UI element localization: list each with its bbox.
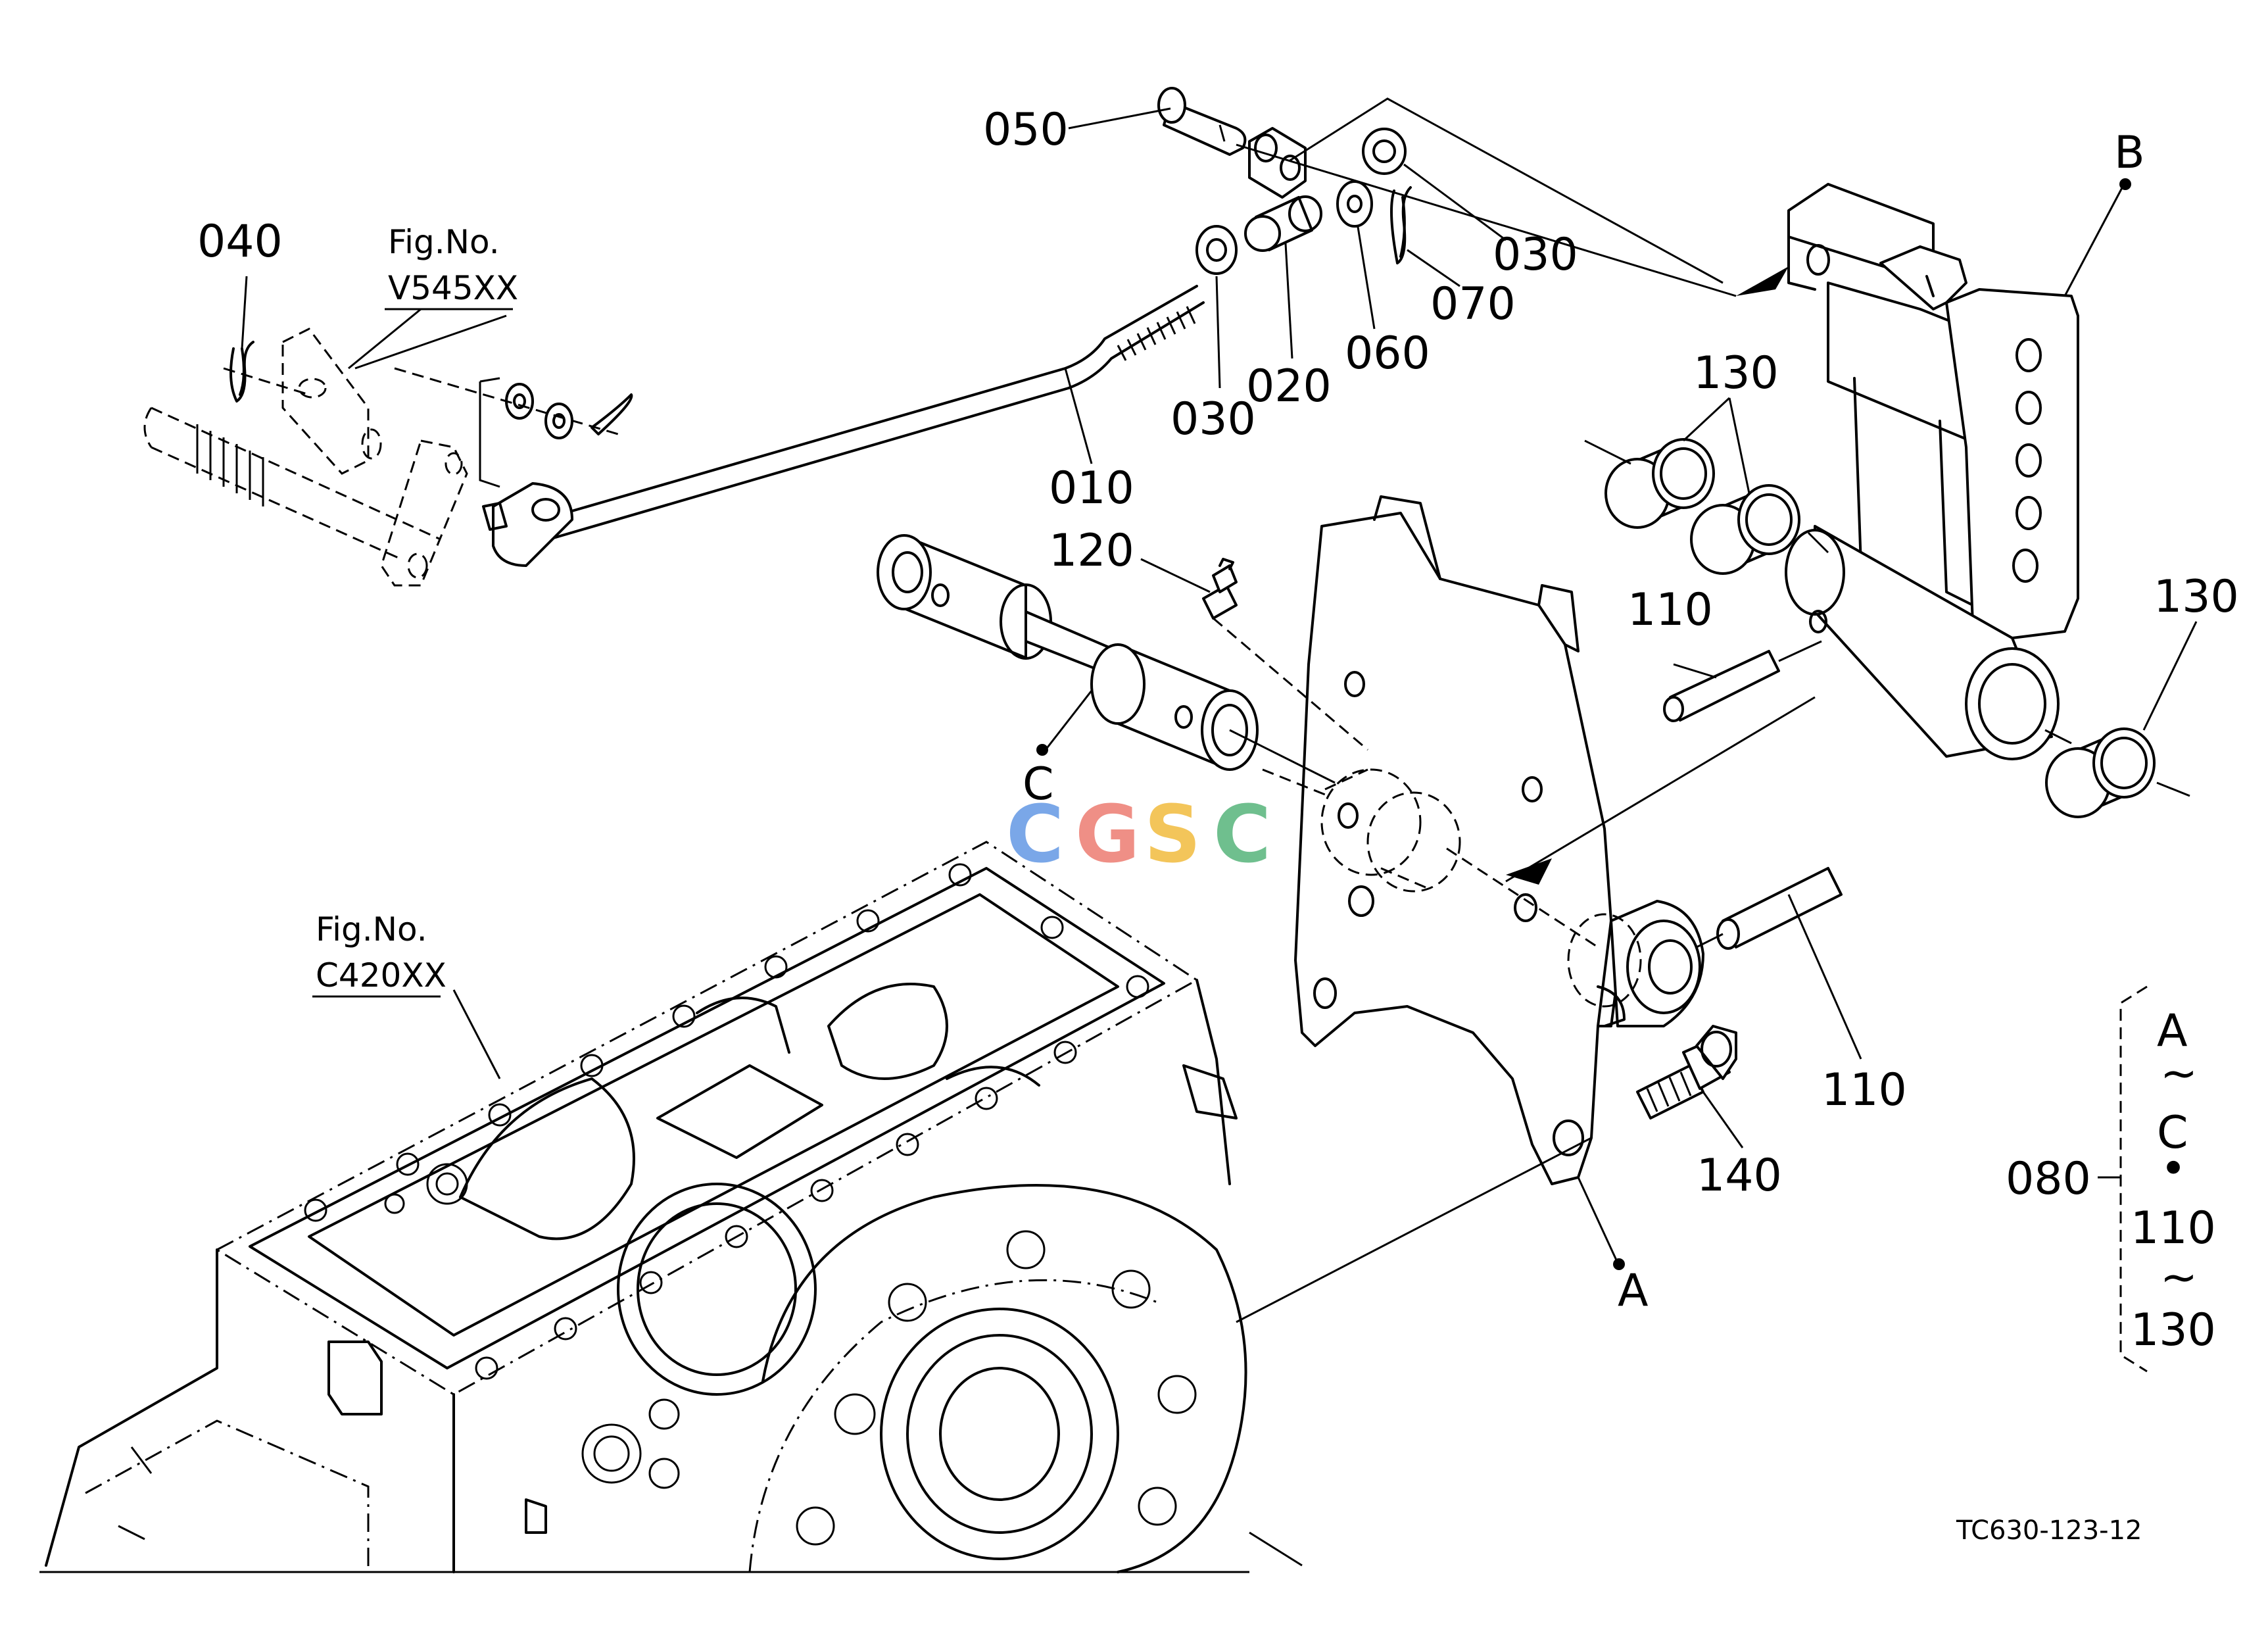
label-130-right: 130 — [2154, 571, 2239, 623]
cgsc-watermark: C G S C — [1006, 789, 1271, 881]
r-pin-040 — [223, 341, 310, 403]
left-linkage-phantom — [143, 328, 633, 587]
assembly-range2-end: 130 — [2131, 1304, 2216, 1356]
drawing-code: TC630-123-12 — [1956, 1515, 2142, 1546]
assembly-tilde-2: ~ — [2160, 1252, 2198, 1304]
ref-letter-a: A — [1618, 1265, 1649, 1317]
ref-letter-c: C — [1023, 758, 1053, 810]
assembly-080: 080 A ~ C • 110 ~ 130 — [2006, 985, 2216, 1373]
fig-ref-code-1: V545XX — [388, 269, 518, 307]
mounting-plate — [1294, 495, 1816, 1185]
grease-nipple-120 — [1202, 558, 1368, 751]
pins-110 — [1663, 640, 1843, 950]
bolt-140 — [1636, 1025, 1737, 1119]
label-120: 120 — [1049, 525, 1134, 577]
leader-lines — [241, 107, 2198, 1323]
label-050: 050 — [983, 104, 1069, 156]
label-020: 020 — [1246, 360, 1332, 412]
fig-ref-c420: Fig.No. C420XX — [312, 910, 446, 998]
fig-ref-label-2: Fig.No. — [316, 910, 427, 948]
label-030-upper: 030 — [1493, 229, 1578, 281]
reference-letters: B C A — [1023, 127, 2145, 1317]
label-060: 060 — [1345, 328, 1430, 380]
fig-ref-label-1: Fig.No. — [388, 223, 500, 261]
watermark-letter-4: C — [1213, 789, 1271, 881]
watermark-letter-3: S — [1144, 789, 1201, 881]
ref-letter-b: B — [2114, 127, 2145, 179]
label-070: 070 — [1430, 278, 1516, 330]
watermark-letter-1: C — [1006, 789, 1064, 881]
label-110-upper: 110 — [1628, 584, 1713, 636]
label-030-lower: 030 — [1170, 393, 1256, 445]
assembly-tilde-1: ~ — [2160, 1048, 2198, 1100]
fig-ref-code-2: C420XX — [316, 956, 446, 995]
assembly-bullet: • — [2160, 1143, 2186, 1195]
transmission-case — [39, 841, 1303, 1573]
upper-small-parts — [1157, 87, 1737, 297]
fig-ref-v545: Fig.No. V545XX — [385, 223, 518, 310]
cross-shaft — [877, 534, 1336, 797]
label-010: 010 — [1049, 462, 1134, 514]
watermark-letter-2: G — [1075, 789, 1140, 881]
label-080: 080 — [2006, 1153, 2091, 1205]
label-110-lower: 110 — [1822, 1064, 1907, 1116]
bushings-130 — [1584, 438, 2190, 818]
assembly-range-start: A — [2157, 1005, 2188, 1057]
label-040: 040 — [197, 216, 283, 268]
bracket-b — [1736, 183, 2079, 760]
part-labels: 050 040 010 030 020 060 070 030 130 130 … — [197, 104, 2239, 1202]
assembly-range2-start: 110 — [2131, 1202, 2216, 1254]
assembly-range-end: C — [2157, 1107, 2188, 1159]
label-130-left: 130 — [1693, 347, 1779, 399]
rod-010 — [482, 285, 1205, 567]
label-140: 140 — [1697, 1150, 1782, 1202]
